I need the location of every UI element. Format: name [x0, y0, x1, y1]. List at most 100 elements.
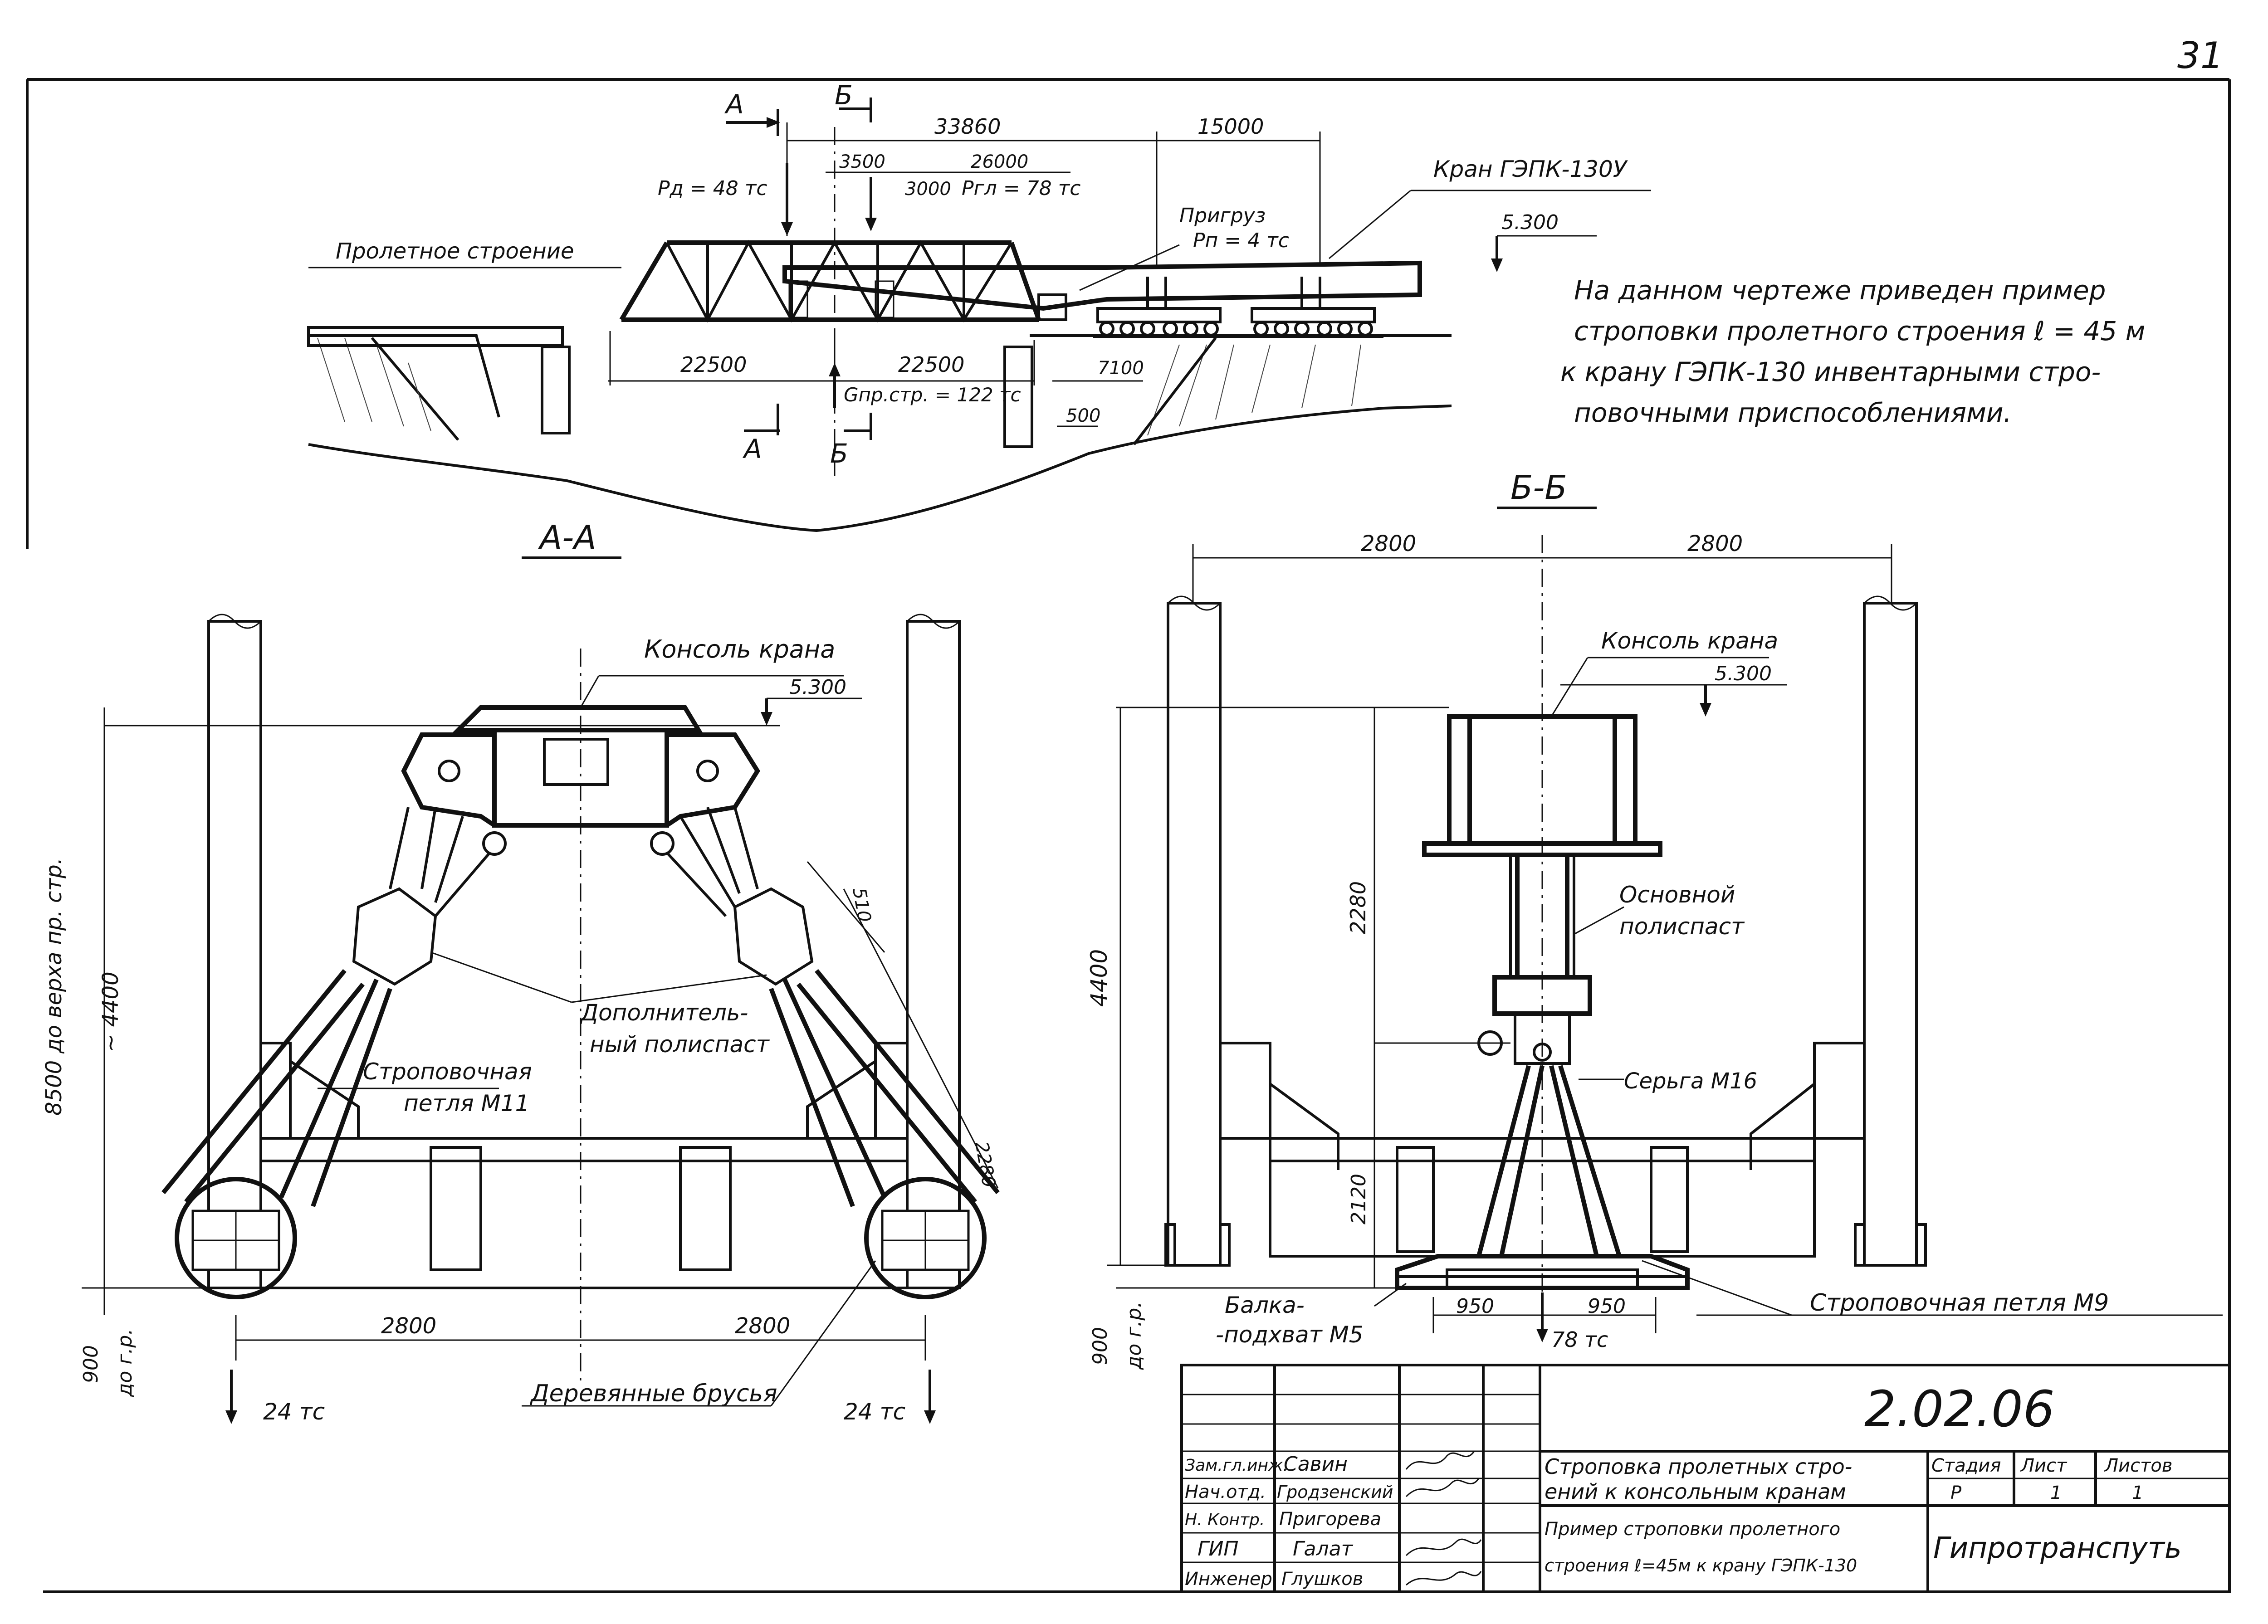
crane-console-elevation — [782, 260, 1422, 321]
section-mark-a-bottom: А — [742, 434, 762, 464]
name-2: Пригорева — [1279, 1509, 1381, 1530]
main-pulley-bb — [1477, 853, 1592, 1065]
section-mark-a-top: А — [724, 89, 744, 120]
dim-950-left-bb: 950 — [1456, 1295, 1494, 1318]
dim-2800-right-aa: 2800 — [735, 1313, 790, 1339]
section-bb-title: Б-Б — [1510, 468, 1567, 507]
beam-label-2: -подхват М5 — [1216, 1322, 1364, 1348]
role-2: Н. Контр. — [1185, 1511, 1265, 1529]
rigging-left-aa — [161, 807, 491, 1299]
stage-header: Стадия — [1931, 1455, 2001, 1476]
span-weight: Gпр.стр. = 122 тс — [844, 384, 1021, 406]
title-line-2: ений к консольным кранам — [1545, 1479, 1846, 1504]
crane-bogies — [1093, 277, 1383, 338]
section-bb-dimensions — [1107, 657, 2223, 1342]
role-0: Зам.гл.инж. — [1185, 1456, 1288, 1475]
sheet-header: Лист — [2020, 1455, 2068, 1476]
svg-text:повочными приспособлениями.: повочными приспособлениями. — [1574, 397, 2012, 428]
timber-label: Деревянные брусья — [530, 1380, 777, 1407]
dim-2280-bb: 2280 — [1346, 881, 1370, 934]
dim-ground-bb: до г.р. — [1123, 1302, 1146, 1370]
role-4: Инженер — [1185, 1569, 1272, 1590]
dim-4400-aa: ~ 4400 — [98, 971, 123, 1052]
dim-2800-left-aa: 2800 — [381, 1313, 436, 1339]
sling-label-aa-2: петля М11 — [404, 1090, 529, 1117]
elevation-level: 5.300 — [1501, 211, 1559, 234]
name-3: Галат — [1293, 1537, 1354, 1561]
main-pulley-label-1: Основной — [1619, 882, 1735, 908]
dim-2800-right-bb: 2800 — [1687, 531, 1743, 556]
sling-bb — [1476, 1065, 1622, 1257]
dim-26000: 26000 — [971, 151, 1028, 172]
load-pgl: Pгл = 78 тс — [962, 177, 1080, 200]
dim-900-aa: 900 — [79, 1345, 103, 1383]
load-pd: Pд = 48 тс — [658, 177, 767, 200]
console-label-bb: Консоль крана — [1601, 628, 1778, 654]
dim-3500: 3500 — [839, 151, 885, 172]
name-1: Гродзенский — [1277, 1482, 1393, 1502]
shackle-label: Серьга М16 — [1624, 1068, 1757, 1094]
console-label-aa: Консоль крана — [644, 635, 835, 663]
drawing-code: 2.02.06 — [1864, 1380, 2055, 1438]
svg-text:На данном чертеже приведен при: На данном чертеже приведен пример — [1574, 275, 2106, 306]
counterweight-label: Пригруз — [1179, 204, 1266, 227]
crane-column-right — [906, 620, 961, 1289]
dim-15000: 15000 — [1198, 114, 1264, 139]
crane-column-right-bb — [1863, 602, 1918, 1267]
span-label: Пролетное строение — [336, 239, 574, 264]
section-mark-b-top: Б — [835, 80, 853, 111]
dim-ground-aa: до г.р. — [113, 1329, 137, 1397]
name-4: Глушков — [1281, 1569, 1363, 1590]
elevation-view: А Б А Б 33860 15000 3500 26000 3000 Pд =… — [307, 80, 1651, 532]
dim-22500-right: 22500 — [898, 352, 964, 377]
dim-33860: 33860 — [934, 114, 1001, 139]
organization: Гипротранспуть — [1933, 1531, 2182, 1565]
counterweight-value: Pп = 4 тс — [1193, 229, 1289, 252]
sheets-value: 1 — [2132, 1483, 2143, 1503]
elevation-dimensions — [308, 98, 1651, 476]
sling-label-aa-1: Строповочная — [363, 1058, 532, 1085]
dim-900-bb: 900 — [1089, 1327, 1112, 1365]
crane-label: Кран ГЭПК-130У — [1433, 156, 1628, 182]
beam-label-1: Балка- — [1225, 1292, 1305, 1318]
drawing-note: На данном чертеже приведен пример стропо… — [1560, 275, 2145, 428]
dim-vertical-total-aa: 8500 до верха пр. стр. — [41, 858, 67, 1116]
level-aa: 5.300 — [789, 676, 846, 699]
pier-right — [1003, 346, 1033, 448]
sub-line-1: Пример строповки пролетного — [1545, 1519, 1840, 1540]
sheets-header: Листов — [2104, 1455, 2172, 1476]
section-aa-dimensions — [82, 649, 999, 1424]
name-0: Савин — [1284, 1453, 1348, 1476]
main-pulley-label-2: полиспаст — [1619, 913, 1745, 940]
sheet-value: 1 — [2050, 1483, 2062, 1503]
extra-pulley-label-2: ный полиспаст — [590, 1031, 770, 1058]
crane-column-left — [207, 620, 262, 1289]
dim-22500-left: 22500 — [680, 352, 747, 377]
truss-span — [619, 239, 1041, 323]
signatures — [1405, 1451, 1482, 1586]
section-mark-b-bottom: Б — [830, 438, 848, 469]
load-bb: 78 тс — [1551, 1327, 1608, 1352]
load-left-aa: 24 тс — [263, 1399, 325, 1425]
title-line-1: Строповка пролетных стро- — [1545, 1454, 1852, 1479]
pier-left — [541, 346, 571, 434]
sub-line-2: строения ℓ=45м к крану ГЭПК-130 — [1545, 1556, 1857, 1575]
dim-2800-left-bb: 2800 — [1361, 531, 1416, 556]
dim-500: 500 — [1066, 405, 1100, 426]
sling-label-bb: Строповочная петля М9 — [1810, 1289, 2109, 1317]
ground-profile — [308, 405, 1452, 532]
svg-text:к крану ГЭПК-130 инвентарным: к крану ГЭПК-130 инвентарными стро- — [1560, 356, 2101, 387]
dim-510-aa: 510 — [848, 886, 875, 924]
stage-value: Р — [1950, 1483, 1962, 1503]
svg-text:строповки пролетного строения: строповки пролетного строения ℓ = 45 м — [1574, 316, 2145, 346]
sheet-number: 31 — [2177, 34, 2224, 77]
role-3: ГИП — [1198, 1537, 1239, 1561]
extra-pulley-label-1: Дополнитель- — [580, 1000, 748, 1026]
dim-950-right-bb: 950 — [1588, 1295, 1626, 1318]
level-bb: 5.300 — [1715, 662, 1772, 685]
dim-3000: 3000 — [905, 179, 951, 200]
section-aa-view: А-А — [41, 518, 1000, 1425]
dim-2120-bb: 2120 — [1347, 1174, 1370, 1224]
dim-2280-aa: 2280 — [971, 1140, 999, 1189]
